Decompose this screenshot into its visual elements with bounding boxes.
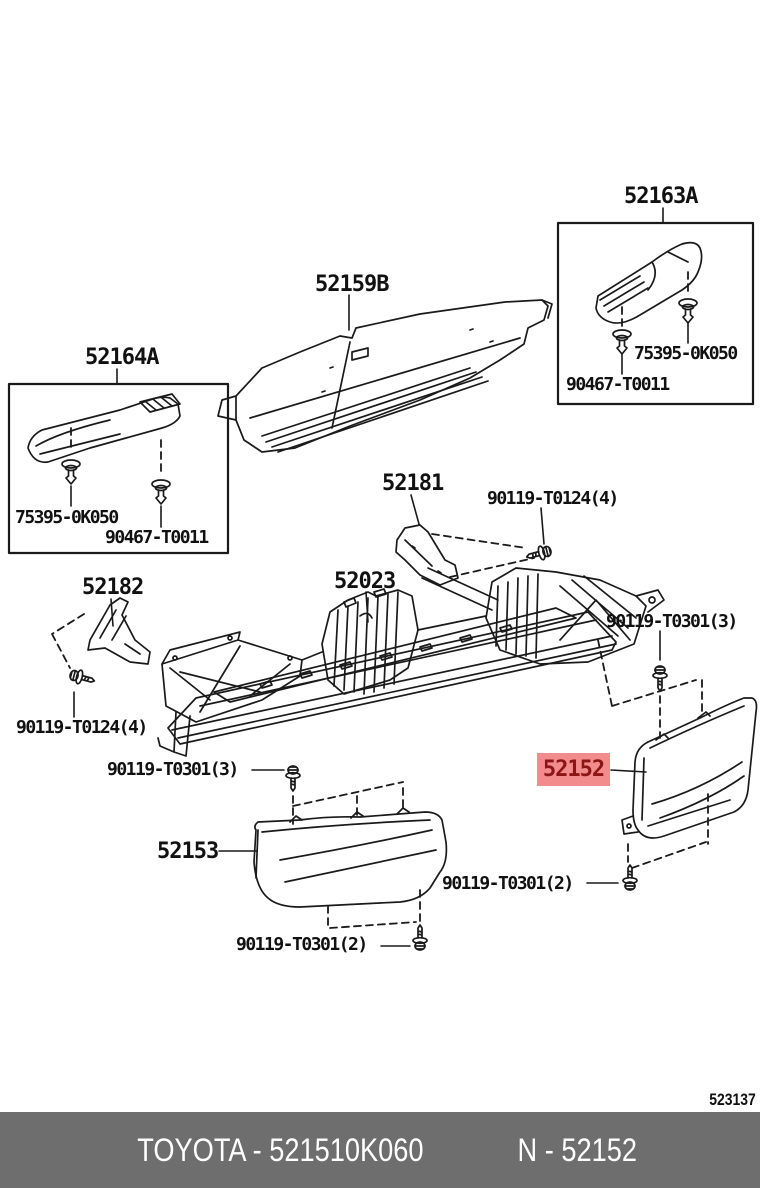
fastener-label-75395-0k050-left[interactable]: 75395-0K050: [15, 507, 119, 528]
part-label-52182[interactable]: 52182: [82, 575, 144, 600]
part-52159b-drawing: [217, 299, 553, 453]
part-label-52164a[interactable]: 52164A: [85, 345, 159, 370]
inset-box-52164a: [7, 382, 230, 555]
figure-number: 523137: [709, 1090, 756, 1109]
part-52023-assembly-drawing: [157, 567, 665, 757]
fastener-label-90119-t0124-left[interactable]: 90119-T0124(4): [16, 717, 148, 738]
fastener-label-90467-t0011-left[interactable]: 90467-T0011: [105, 527, 209, 548]
dashed-leader-lines: [51, 271, 709, 929]
fastener-label-90119-t0301-2-bottom[interactable]: 90119-T0301(2): [236, 934, 368, 955]
fastener-label-90119-t0124-right[interactable]: 90119-T0124(4): [487, 488, 619, 509]
part-label-52023[interactable]: 52023: [334, 569, 396, 594]
part-label-52163a[interactable]: 52163A: [624, 184, 698, 209]
clip-icon: [61, 298, 698, 505]
fastener-label-90119-t0301-3-left[interactable]: 90119-T0301(3): [107, 759, 239, 780]
fastener-label-90119-t0301-3-right[interactable]: 90119-T0301(3): [606, 611, 738, 632]
part-52164a-drawing: [27, 393, 181, 464]
part-52163a-drawing: [595, 241, 703, 324]
highlighted-part-label[interactable]: 52152: [537, 753, 610, 786]
fastener-label-90119-t0301-2-right[interactable]: 90119-T0301(2): [442, 873, 574, 894]
part-52153-drawing: [253, 807, 448, 908]
leader-lines: [70, 207, 689, 947]
footer-bar: TOYOTA - 521510K060 N - 52152: [0, 1112, 760, 1188]
highlighted-part-number: 52152: [542, 756, 605, 782]
part-label-52181[interactable]: 52181: [382, 471, 444, 496]
part-52181-drawing: [395, 524, 499, 611]
part-52152-drawing: [621, 697, 758, 839]
inset-box-52163a: [556, 221, 755, 406]
part-label-52159b[interactable]: 52159B: [315, 272, 389, 297]
fastener-label-75395-0k050-right[interactable]: 75395-0K050: [634, 343, 738, 364]
part-52182-drawing: [87, 597, 151, 665]
fastener-label-90467-t0011-right[interactable]: 90467-T0011: [566, 374, 670, 395]
footer-reference-number: N - 52152: [517, 1131, 638, 1168]
footer-part-number: TOYOTA - 521510K060: [137, 1131, 424, 1168]
part-label-52153[interactable]: 52153: [157, 839, 219, 864]
